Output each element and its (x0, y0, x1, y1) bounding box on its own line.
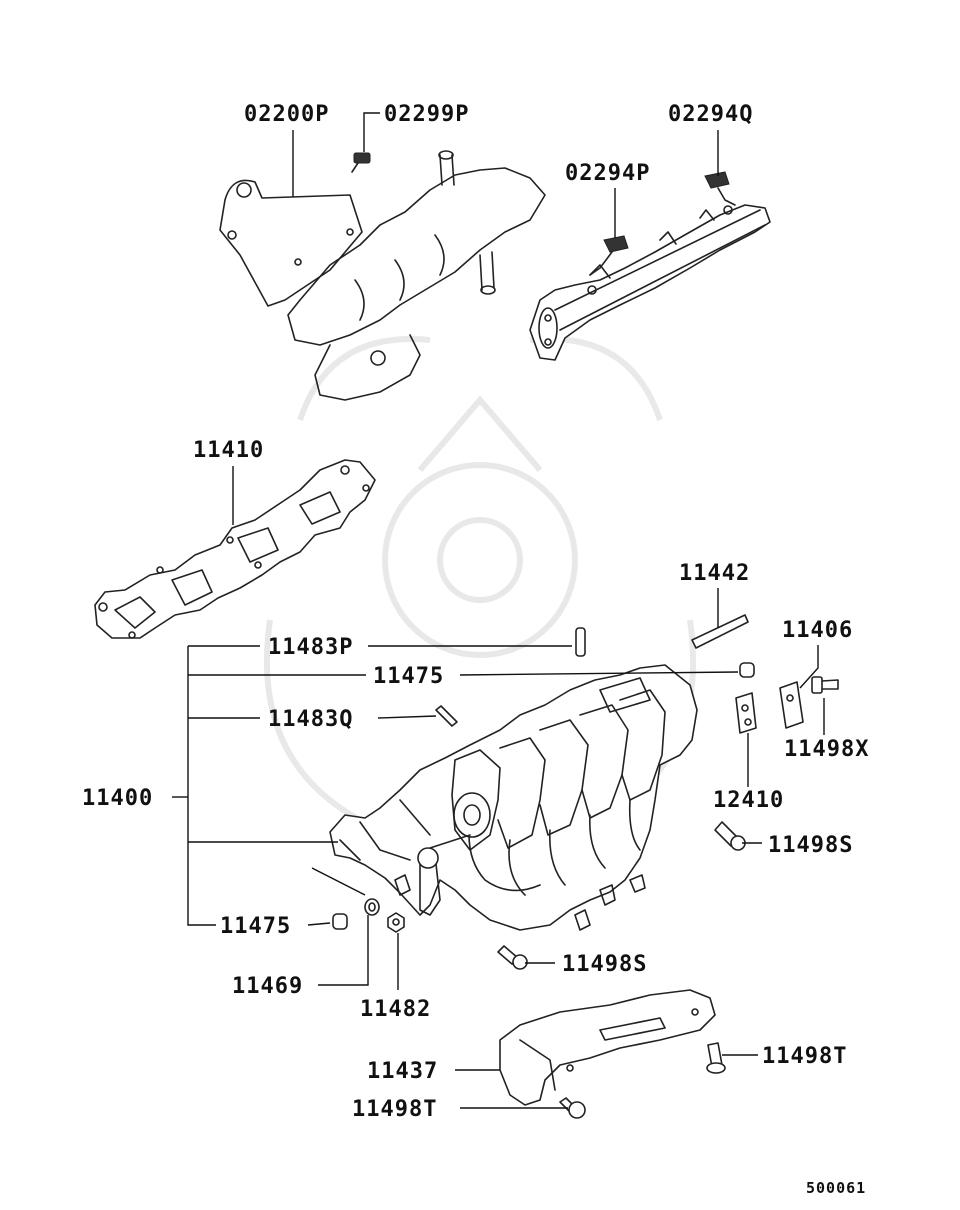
injector-clip-02294P (589, 235, 629, 276)
bracket-11406 (779, 681, 804, 729)
cap-11475-upper (739, 662, 755, 678)
fuel-rail-assembly (529, 204, 771, 361)
intake-manifold-gasket (94, 459, 376, 639)
label-11483P: 11483P (268, 635, 353, 660)
bolt-02299P (351, 152, 371, 173)
manifold-support-bracket (499, 989, 716, 1106)
label-11437: 11437 (367, 1059, 438, 1084)
label-11475-lower: 11475 (220, 914, 291, 939)
label-02294Q: 02294Q (668, 102, 753, 127)
label-11442: 11442 (679, 561, 750, 586)
injector-clip-02294Q (704, 171, 736, 206)
label-11498S-lower: 11498S (562, 952, 647, 977)
intake-plenum-bracket-assembly (219, 150, 546, 401)
bolt-11498X (811, 676, 839, 694)
label-11475-upper: 11475 (373, 664, 444, 689)
label-11498X: 11498X (784, 737, 869, 762)
label-12410: 12410 (713, 788, 784, 813)
part-labels: 02200P 02299P 02294Q 02294P 11410 11442 … (82, 102, 869, 1197)
nut-11482 (387, 912, 405, 933)
label-11483Q: 11483Q (268, 707, 353, 732)
bolt-11498T-lower (559, 1097, 586, 1119)
pin-11483Q (435, 705, 458, 727)
footer-code: 500061 (806, 1179, 866, 1197)
leader-lines (172, 112, 825, 1109)
bolt-11498S-lower (497, 945, 528, 970)
bracket-12410 (735, 692, 757, 734)
label-11406: 11406 (782, 618, 853, 643)
label-11400: 11400 (82, 786, 153, 811)
label-11410: 11410 (193, 438, 264, 463)
intake-manifold (329, 664, 698, 931)
bolt-11498S-right (714, 821, 746, 851)
bolt-11498T-right (706, 1042, 726, 1074)
label-11482: 11482 (360, 997, 431, 1022)
washer-11469 (364, 898, 380, 916)
pin-11442 (691, 614, 749, 649)
label-11498S-right: 11498S (768, 833, 853, 858)
label-11498T-right: 11498T (762, 1044, 847, 1069)
pin-11483P (575, 627, 586, 657)
label-11498T-lower: 11498T (352, 1097, 437, 1122)
label-11469: 11469 (232, 974, 303, 999)
label-02299P: 02299P (384, 102, 469, 127)
cap-11475-lower (332, 913, 348, 930)
label-02200P: 02200P (244, 102, 329, 127)
label-02294P: 02294P (565, 161, 650, 186)
